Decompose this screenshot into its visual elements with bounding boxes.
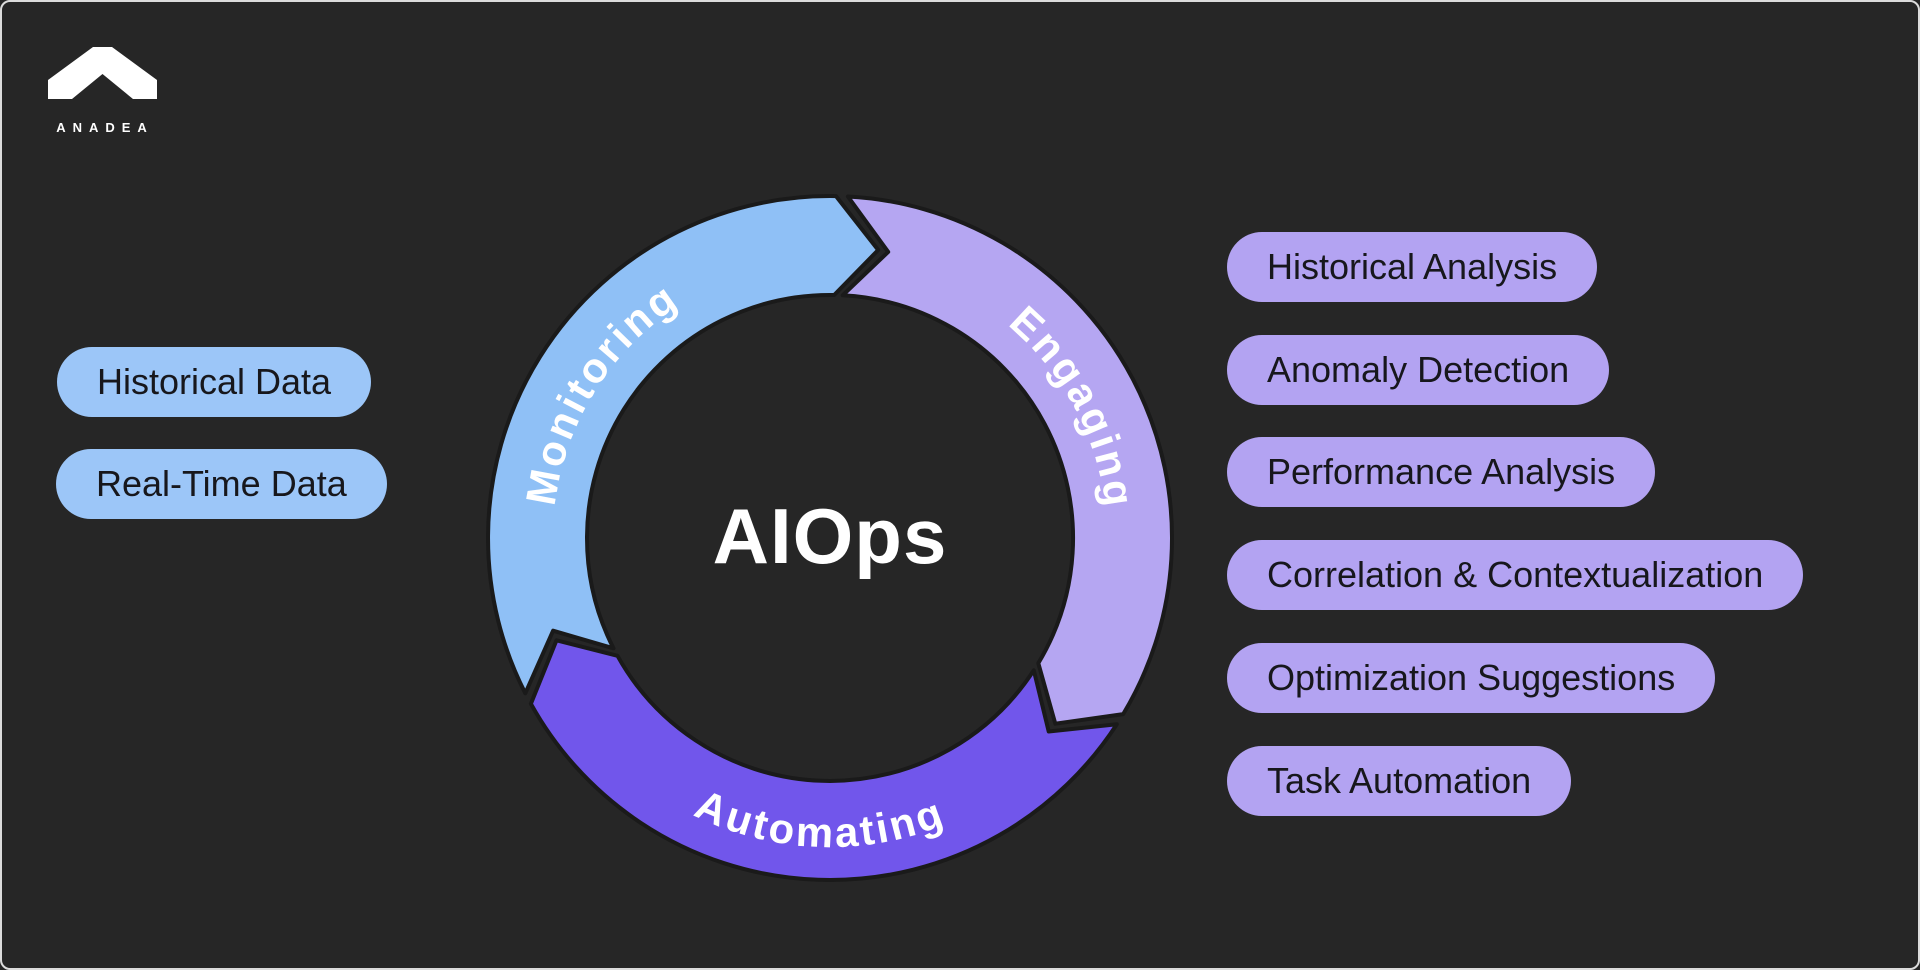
segment-automating	[528, 638, 1119, 882]
pill-label: Historical Analysis	[1267, 246, 1558, 287]
anadea-logo: ANADEA	[48, 47, 158, 135]
segment-monitoring	[486, 194, 881, 696]
pill-task-automation: Task Automation	[1227, 746, 1572, 816]
brand-name: ANADEA	[56, 120, 154, 135]
pill-label: Task Automation	[1267, 760, 1532, 801]
pill-real-time-data: Real-Time Data	[56, 449, 387, 519]
pill-historical-data: Historical Data	[57, 347, 372, 417]
pill-performance-analysis: Performance Analysis	[1227, 437, 1656, 507]
pill-label: Correlation & Contextualization	[1267, 554, 1764, 595]
diagram-center-label: AIOps	[713, 492, 948, 580]
segment-engaging	[840, 194, 1175, 726]
pill-label: Optimization Suggestions	[1267, 657, 1676, 698]
pill-label: Historical Data	[97, 361, 332, 402]
anadea-chevron-icon	[48, 47, 157, 99]
pill-correlation-contextualization: Correlation & Contextualization	[1227, 540, 1804, 610]
pill-label: Anomaly Detection	[1267, 349, 1570, 390]
pill-historical-analysis: Historical Analysis	[1227, 232, 1598, 302]
pill-label: Performance Analysis	[1267, 451, 1616, 492]
pill-anomaly-detection: Anomaly Detection	[1227, 335, 1610, 405]
pill-label: Real-Time Data	[96, 463, 347, 504]
pill-optimization-suggestions: Optimization Suggestions	[1227, 643, 1716, 713]
